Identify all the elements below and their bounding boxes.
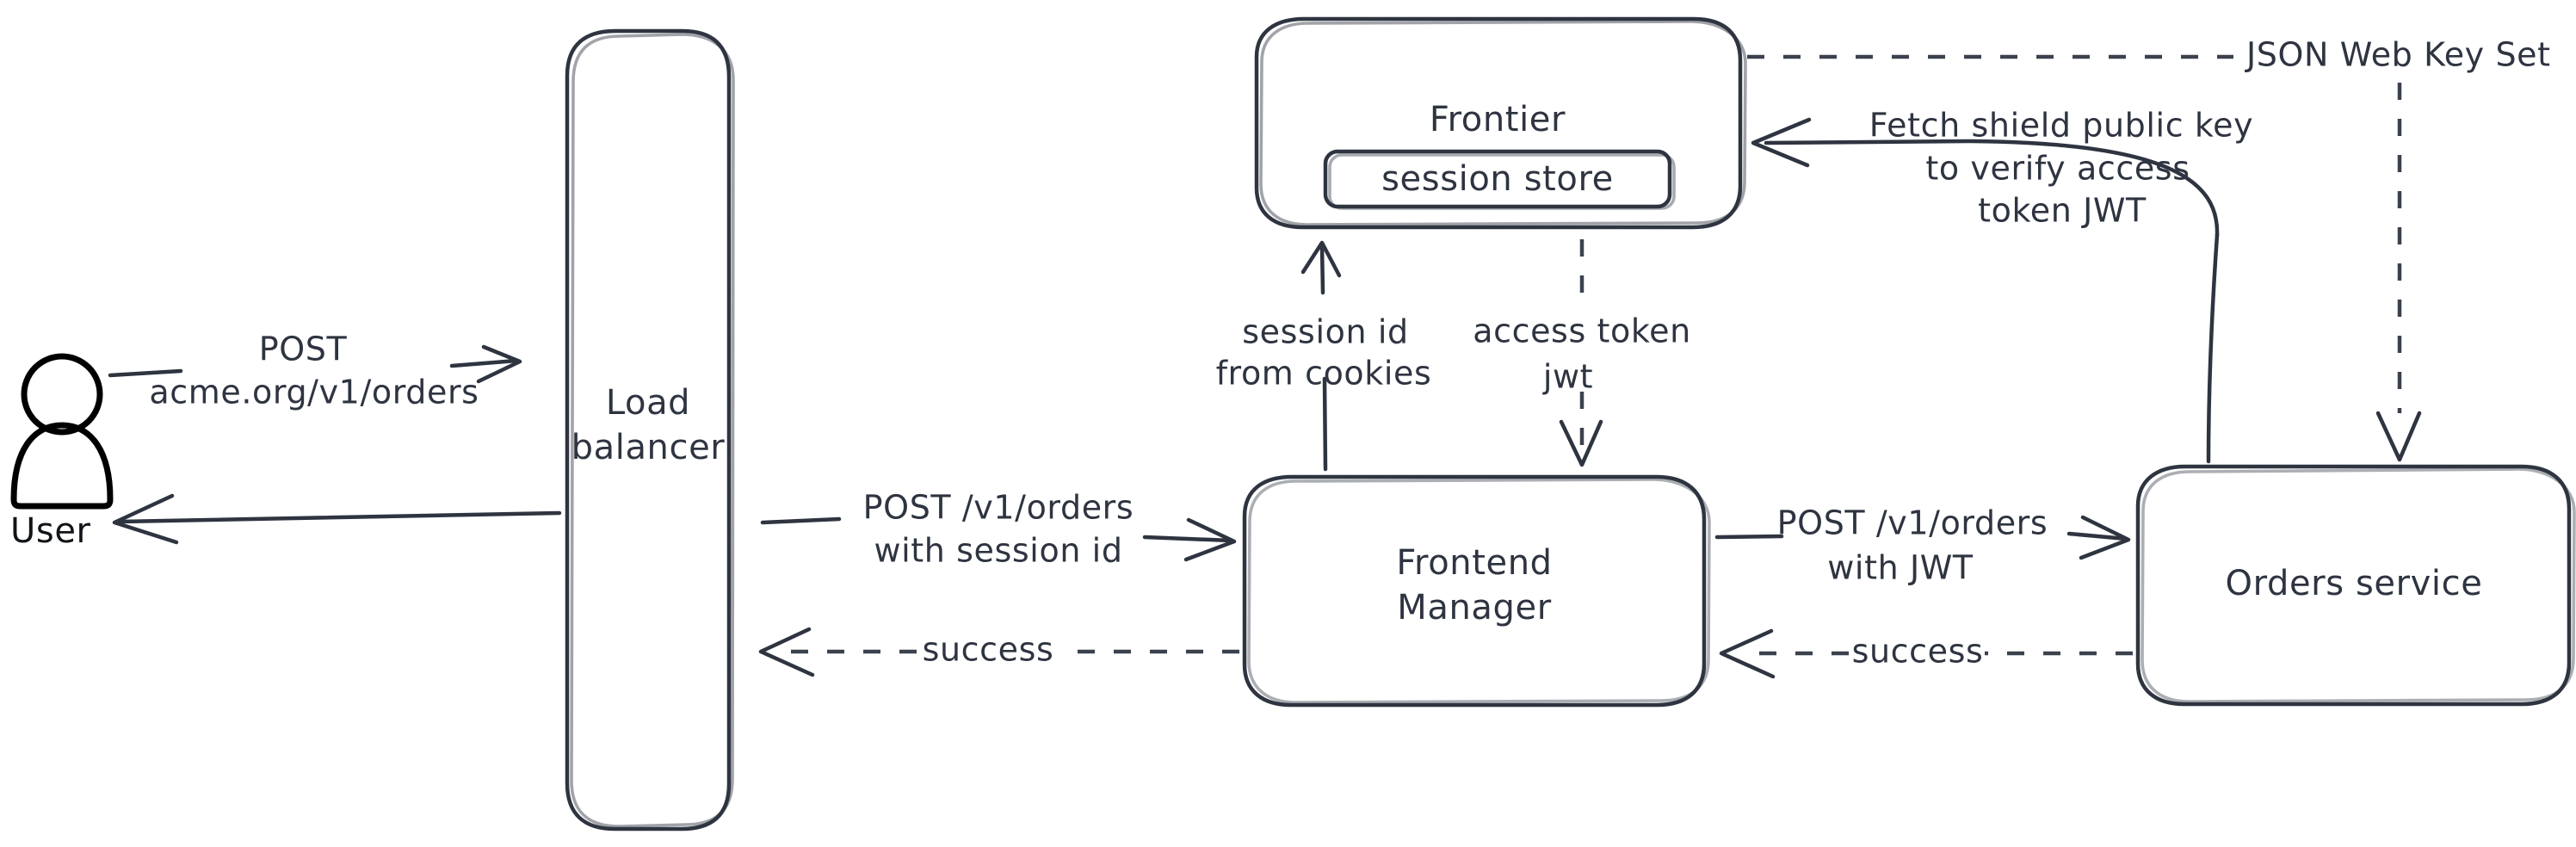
actor-user-label: User <box>10 511 91 551</box>
frontend-manager-label-line1: Frontend <box>1396 543 1552 583</box>
frontier-shape-sketch <box>1259 20 1747 226</box>
edge-fm-to-orders-label-line1: POST /v1/orders <box>1777 504 2048 542</box>
edge-lb-to-user-line <box>118 510 562 524</box>
orders-service-label: Orders service <box>2226 564 2483 603</box>
edge-fm-to-frontier-label-line1: session id <box>1242 313 1408 351</box>
edge-user-to-lb-label-line2: acme.org/v1/orders <box>149 374 479 411</box>
edge-fm-to-lb-arrowhead <box>758 627 815 677</box>
edge-orders-to-frontier-label-line1: Fetch shield public key <box>1869 107 2253 145</box>
edge-user-to-lb-stub <box>108 368 183 378</box>
edge-user-to-lb-arrowhead <box>476 344 522 384</box>
load-balancer-shape-sketch <box>570 33 735 828</box>
edge-lb-to-fm-stub <box>760 516 842 525</box>
edge-fm-to-frontier-arrowhead <box>1300 240 1342 278</box>
node-frontend-manager[interactable]: Frontend Manager <box>1242 474 1711 708</box>
frontier-label: Frontier <box>1430 100 1566 139</box>
node-load-balancer[interactable]: Load balancer <box>565 28 735 832</box>
orders-service-shape-sketch <box>2140 467 2576 703</box>
edge-user-to-lb-label-line1: POST <box>259 331 348 368</box>
edge-frontier-to-fm-arrowhead <box>1559 419 1603 467</box>
edge-fm-to-lb: success <box>758 627 1239 677</box>
load-balancer-label-line2: balancer <box>571 428 726 467</box>
edge-lb-to-user-arrowhead <box>112 493 179 545</box>
user-head-icon <box>21 353 103 436</box>
node-session-store[interactable]: session store <box>1323 149 1676 210</box>
edge-orders-to-fm: success <box>1719 628 2133 679</box>
edge-orders-to-frontier-curve <box>2206 232 2220 464</box>
edge-fm-to-orders-label-line2: with JWT <box>1827 549 1974 587</box>
edge-lb-to-fm-arrowhead <box>1183 517 1237 562</box>
edge-fm-to-frontier: session id from cookies <box>1216 240 1432 472</box>
edge-lb-to-fm-label-line1: POST /v1/orders <box>863 489 1134 527</box>
orders-service-shape <box>2135 464 2572 707</box>
edge-fm-to-orders: POST /v1/orders with JWT <box>1714 504 2131 587</box>
edge-orders-to-frontier-arrowhead <box>1751 117 1812 168</box>
edge-orders-to-frontier-line <box>1764 139 2220 238</box>
session-store-label: session store <box>1381 159 1614 199</box>
user-body-icon <box>10 422 114 510</box>
node-frontier[interactable]: Frontier session store <box>1254 16 1747 230</box>
edge-lb-to-user <box>112 493 562 545</box>
frontend-manager-shape <box>1242 474 1707 708</box>
edge-orders-to-frontier-label-line3: token JWT <box>1978 192 2147 230</box>
edge-user-to-lb: POST acme.org/v1/orders <box>108 331 522 411</box>
session-store-shape-sketch <box>1328 153 1676 210</box>
node-orders-service[interactable]: Orders service <box>2135 464 2576 707</box>
edge-fm-to-orders-arrowhead <box>2079 515 2131 560</box>
edge-orders-to-frontier: Fetch shield public key to verify access… <box>1751 107 2253 464</box>
edge-frontier-to-fm: access token jwt <box>1473 239 1691 467</box>
edge-fm-to-orders-line <box>2066 531 2128 541</box>
edge-lb-to-fm-line <box>1142 535 1233 543</box>
edge-frontier-to-fm-label-line2: jwt <box>1542 358 1593 396</box>
edge-jwks-arrowhead <box>2375 411 2422 462</box>
edge-orders-to-fm-label: success <box>1852 633 1984 671</box>
frontend-manager-shape-sketch <box>1247 478 1711 704</box>
edge-lb-to-fm-label-line2: with session id <box>874 532 1122 570</box>
frontend-manager-label-line2: Manager <box>1397 588 1552 628</box>
edge-user-to-lb-line <box>449 358 519 368</box>
edge-fm-to-orders-stub <box>1714 534 1784 540</box>
edge-lb-to-fm: POST /v1/orders with session id <box>760 489 1237 570</box>
edge-frontier-to-fm-label-line1: access token <box>1473 312 1691 350</box>
actor-user: User <box>10 353 114 551</box>
edge-fm-to-frontier-line-upper <box>1319 243 1325 295</box>
session-store-shape <box>1323 149 1672 209</box>
load-balancer-shape <box>565 28 732 832</box>
edge-orders-to-fm-arrowhead <box>1719 628 1776 679</box>
edge-fm-to-frontier-label-line2: from cookies <box>1216 355 1432 393</box>
load-balancer-label-line1: Load <box>606 383 690 423</box>
edge-orders-to-frontier-label-line2: to verify access <box>1925 150 2190 188</box>
edge-jwks-label: JSON Web Key Set <box>2245 36 2551 74</box>
edge-frontier-to-orders-jwks: JSON Web Key Set <box>1747 36 2551 462</box>
edge-fm-to-lb-label: success <box>923 631 1054 669</box>
